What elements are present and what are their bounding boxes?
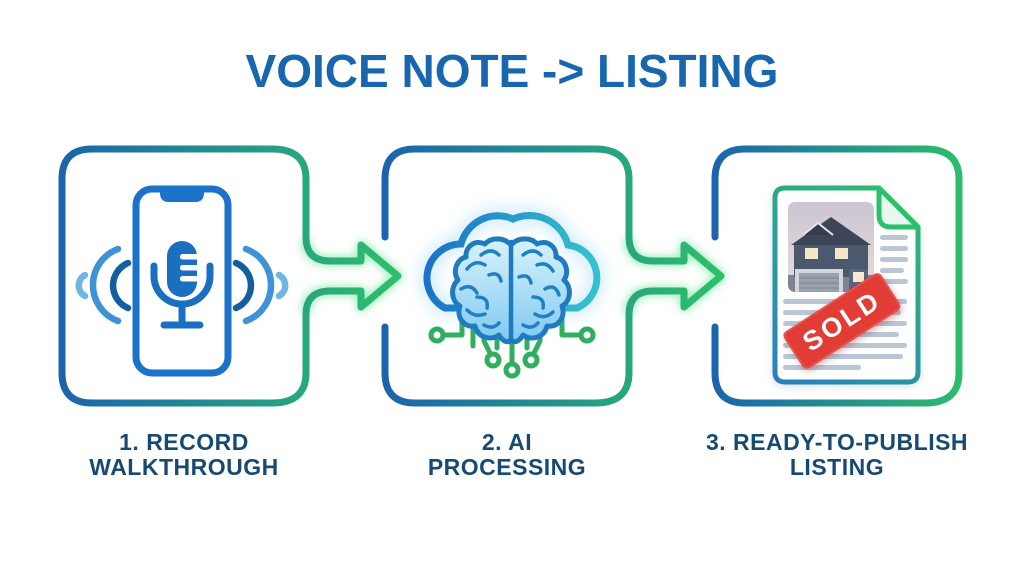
- step-label-line: PROCESSING: [427, 454, 587, 480]
- phone-notch: [160, 189, 204, 202]
- flow-arrow-glow: [624, 236, 726, 316]
- step-panel-ready-listing: SOLD: [711, 145, 971, 411]
- step-label-1: 1. RECORD WALKTHROUGH: [14, 430, 354, 480]
- step-label-line: 2. AI: [481, 429, 533, 455]
- step-box-outline: [711, 145, 963, 407]
- step-label-2: 2. AI PROCESSING: [337, 430, 677, 480]
- step-label-line: LISTING: [789, 454, 885, 480]
- sold-listing-document-icon: [711, 145, 963, 407]
- smartphone-icon: [132, 185, 232, 377]
- step-box-outline-with-arrow: [58, 145, 402, 407]
- step-label-line: WALKTHROUGH: [89, 454, 279, 480]
- step-label-line: 1. RECORD: [119, 429, 249, 455]
- cloud-brain-circuit-icon: [381, 145, 726, 407]
- step-label-3: 3. READY-TO-PUBLISH LISTING: [667, 430, 1007, 480]
- step-box-outline-with-arrow: [381, 145, 725, 407]
- page-fold-corner: [876, 185, 921, 230]
- step-panel-ai-processing: [381, 145, 726, 411]
- page-title: VOICE NOTE -> LISTING: [245, 45, 779, 97]
- house-photo: [788, 202, 874, 292]
- sound-waves-left-icon: [75, 245, 132, 325]
- sound-waves-right-icon: [232, 245, 289, 325]
- brain-folds: [459, 249, 561, 329]
- microphone-icon: [150, 241, 214, 329]
- brain-icon: [450, 236, 572, 345]
- step-label-line: 3. READY-TO-PUBLISH: [705, 429, 969, 455]
- phone-voice-recording-icon: [58, 145, 403, 407]
- step-panel-record-walkthrough: [58, 145, 403, 411]
